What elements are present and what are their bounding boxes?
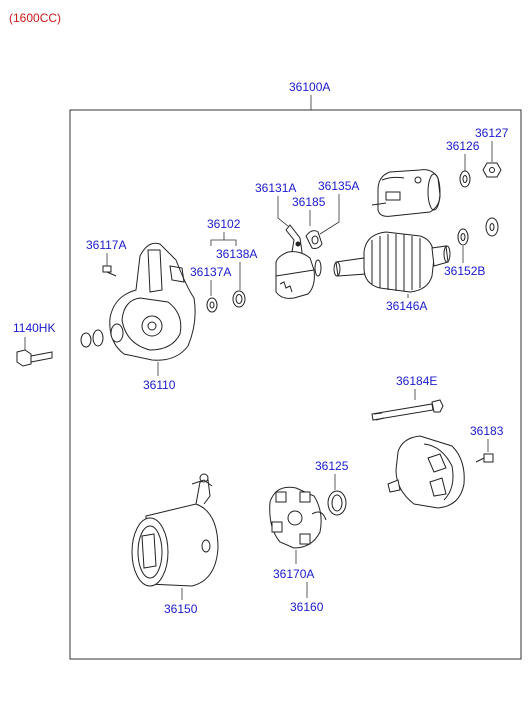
label-36185[interactable]: 36185	[292, 195, 326, 209]
label-36126[interactable]: 36126	[446, 139, 480, 153]
label-36127[interactable]: 36127	[475, 126, 509, 140]
assembly-frame	[69, 109, 522, 660]
leader-36102-bracket	[210, 239, 237, 246]
bolt-1140HK	[16, 349, 53, 367]
assembly-label[interactable]: 36100A	[289, 80, 330, 94]
label-36146A[interactable]: 36146A	[386, 299, 427, 313]
label-36135A[interactable]: 36135A	[318, 179, 359, 193]
rear-cover-part	[387, 435, 465, 509]
leader-36135A	[319, 194, 340, 235]
nut-36127	[482, 162, 502, 178]
label-36160[interactable]: 36160	[290, 600, 324, 614]
label-36131A[interactable]: 36131A	[255, 181, 296, 195]
yoke-36150	[131, 473, 219, 587]
label-36117A[interactable]: 36117A	[86, 238, 126, 252]
washer-36126	[459, 170, 471, 188]
front-housing-36110	[109, 242, 196, 361]
solenoid-part	[371, 169, 441, 217]
label-36125[interactable]: 36125	[315, 459, 349, 473]
label-36184E[interactable]: 36184E	[396, 374, 437, 388]
label-36152B[interactable]: 36152B	[444, 264, 485, 278]
armature-36146A	[333, 231, 451, 293]
washer-36125	[327, 490, 347, 516]
lever-pin-36185	[305, 230, 323, 249]
leader-36131A	[277, 196, 294, 231]
label-36183[interactable]: 36183	[470, 424, 504, 438]
label-36102[interactable]: 36102	[207, 217, 241, 231]
bushing-part	[80, 329, 104, 348]
label-1140HK[interactable]: 1140HK	[13, 321, 55, 335]
label-36170A[interactable]: 36170A	[273, 567, 314, 581]
washer-36152B-b	[485, 217, 499, 237]
label-36150[interactable]: 36150	[164, 602, 198, 616]
through-bolt-36184E	[371, 399, 444, 421]
label-36110[interactable]: 36110	[143, 378, 176, 392]
screw-36117A	[102, 265, 117, 277]
pinion-clutch-36102	[275, 251, 322, 299]
snap-ring-36138A	[232, 290, 246, 308]
engine-variant-label: (1600CC)	[9, 11, 61, 25]
brush-holder-36170A	[269, 486, 327, 549]
stop-ring-36137A	[206, 297, 218, 313]
label-36137A[interactable]: 36137A	[190, 265, 231, 279]
label-36138A[interactable]: 36138A	[216, 247, 257, 261]
washer-36152B-a	[457, 228, 469, 246]
screw-36183	[475, 453, 494, 463]
